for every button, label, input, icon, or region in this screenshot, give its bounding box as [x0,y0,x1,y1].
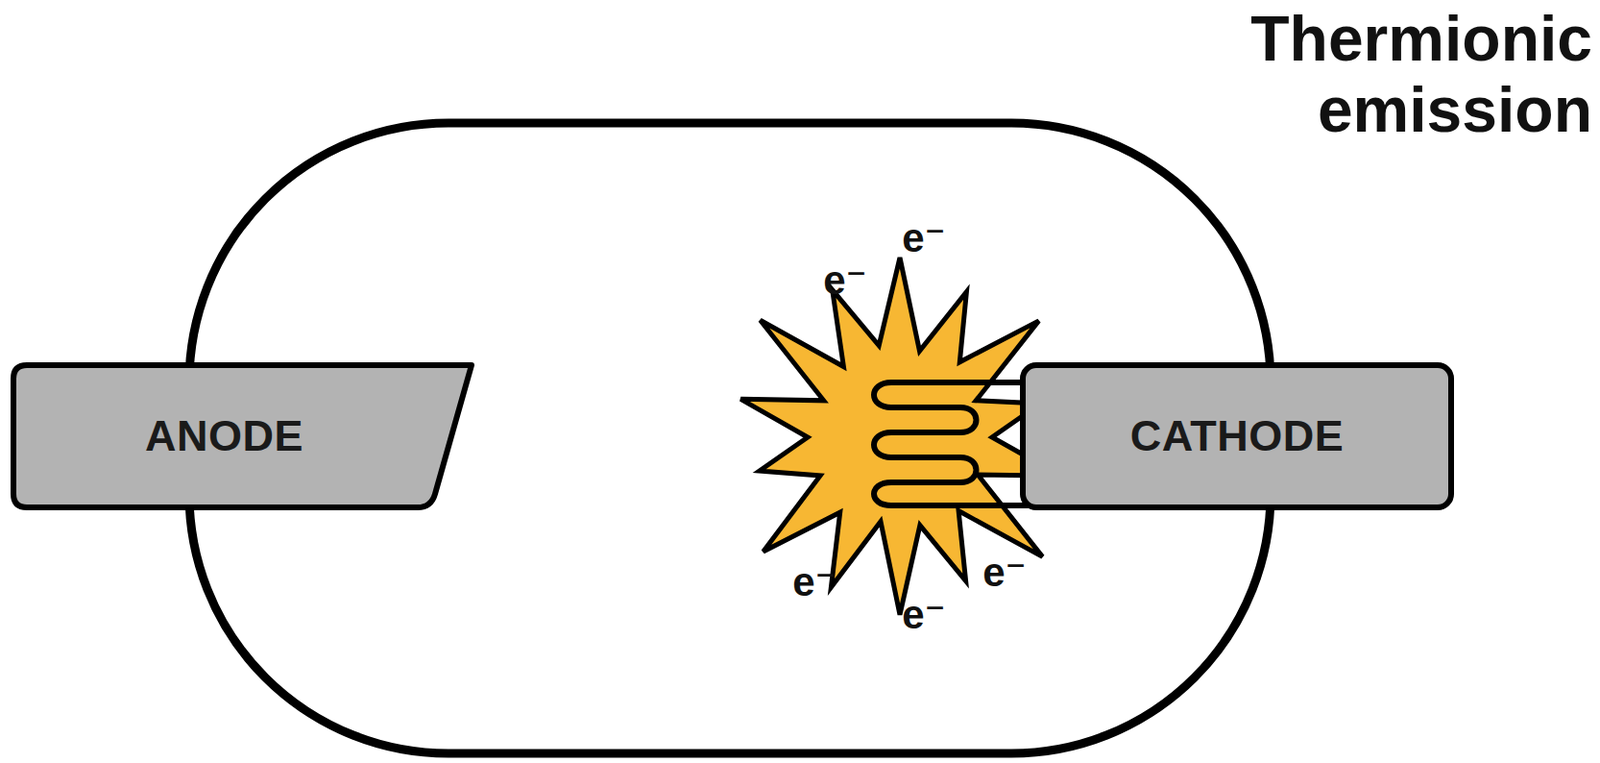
electron-label: e⁻ [899,218,948,259]
diagram-title: Thermionic emission [1227,3,1593,146]
cathode-electrode: CATHODE [1019,362,1455,510]
electrode-label: ANODE [145,411,304,461]
electrode-label: CATHODE [1130,411,1345,461]
heat-starburst [740,257,1061,615]
electron-label: e⁻ [899,594,948,635]
anode-electrode: ANODE [10,362,475,510]
electron-label: e⁻ [790,561,839,603]
filament-coil [873,382,1028,506]
electron-label: e⁻ [980,552,1029,593]
electron-label: e⁻ [821,260,870,301]
anode-outline [13,364,472,508]
cathode-outline [1022,364,1452,508]
